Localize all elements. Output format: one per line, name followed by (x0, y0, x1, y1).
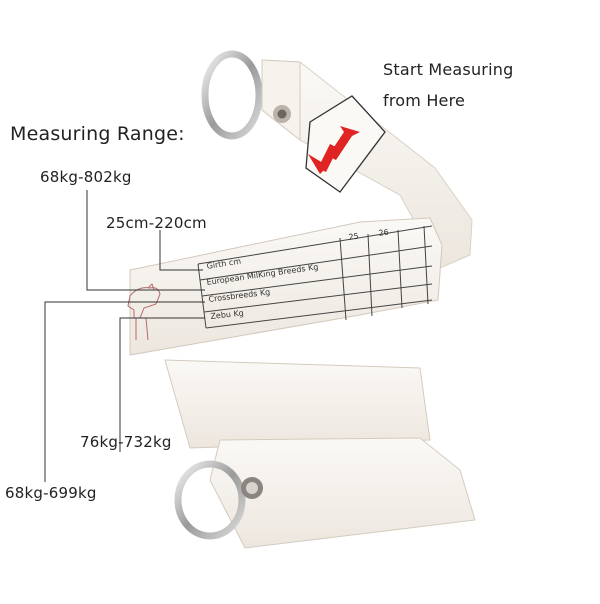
zebu-range-label: 68kg-699kg (5, 484, 97, 502)
european-range-label: 68kg-802kg (40, 168, 132, 186)
tape-loop-band (164, 359, 431, 449)
tape-top-tab (261, 59, 301, 142)
up-down-arrow-icon (308, 126, 360, 174)
tape-scale-band (129, 217, 443, 356)
grommet-icon (273, 105, 291, 123)
bottom-d-ring-icon (174, 460, 246, 540)
tape-col-25: 25 (348, 231, 360, 242)
from-here-label: from Here (383, 91, 466, 110)
snap-button-icon (241, 477, 263, 499)
top-d-ring-icon (201, 50, 263, 140)
tape-col-26: 26 (378, 227, 390, 238)
start-marker (305, 95, 386, 193)
leader-lines (44, 190, 205, 482)
crossbreeds-range-label: 76kg-732kg (80, 433, 172, 451)
tape-bottom-tab (209, 437, 476, 549)
measuring-range-title: Measuring Range: (10, 123, 185, 145)
girth-range-label: 25cm-220cm (106, 214, 207, 232)
scale-table (197, 225, 433, 329)
start-measuring-label: Start Measuring (383, 60, 514, 79)
